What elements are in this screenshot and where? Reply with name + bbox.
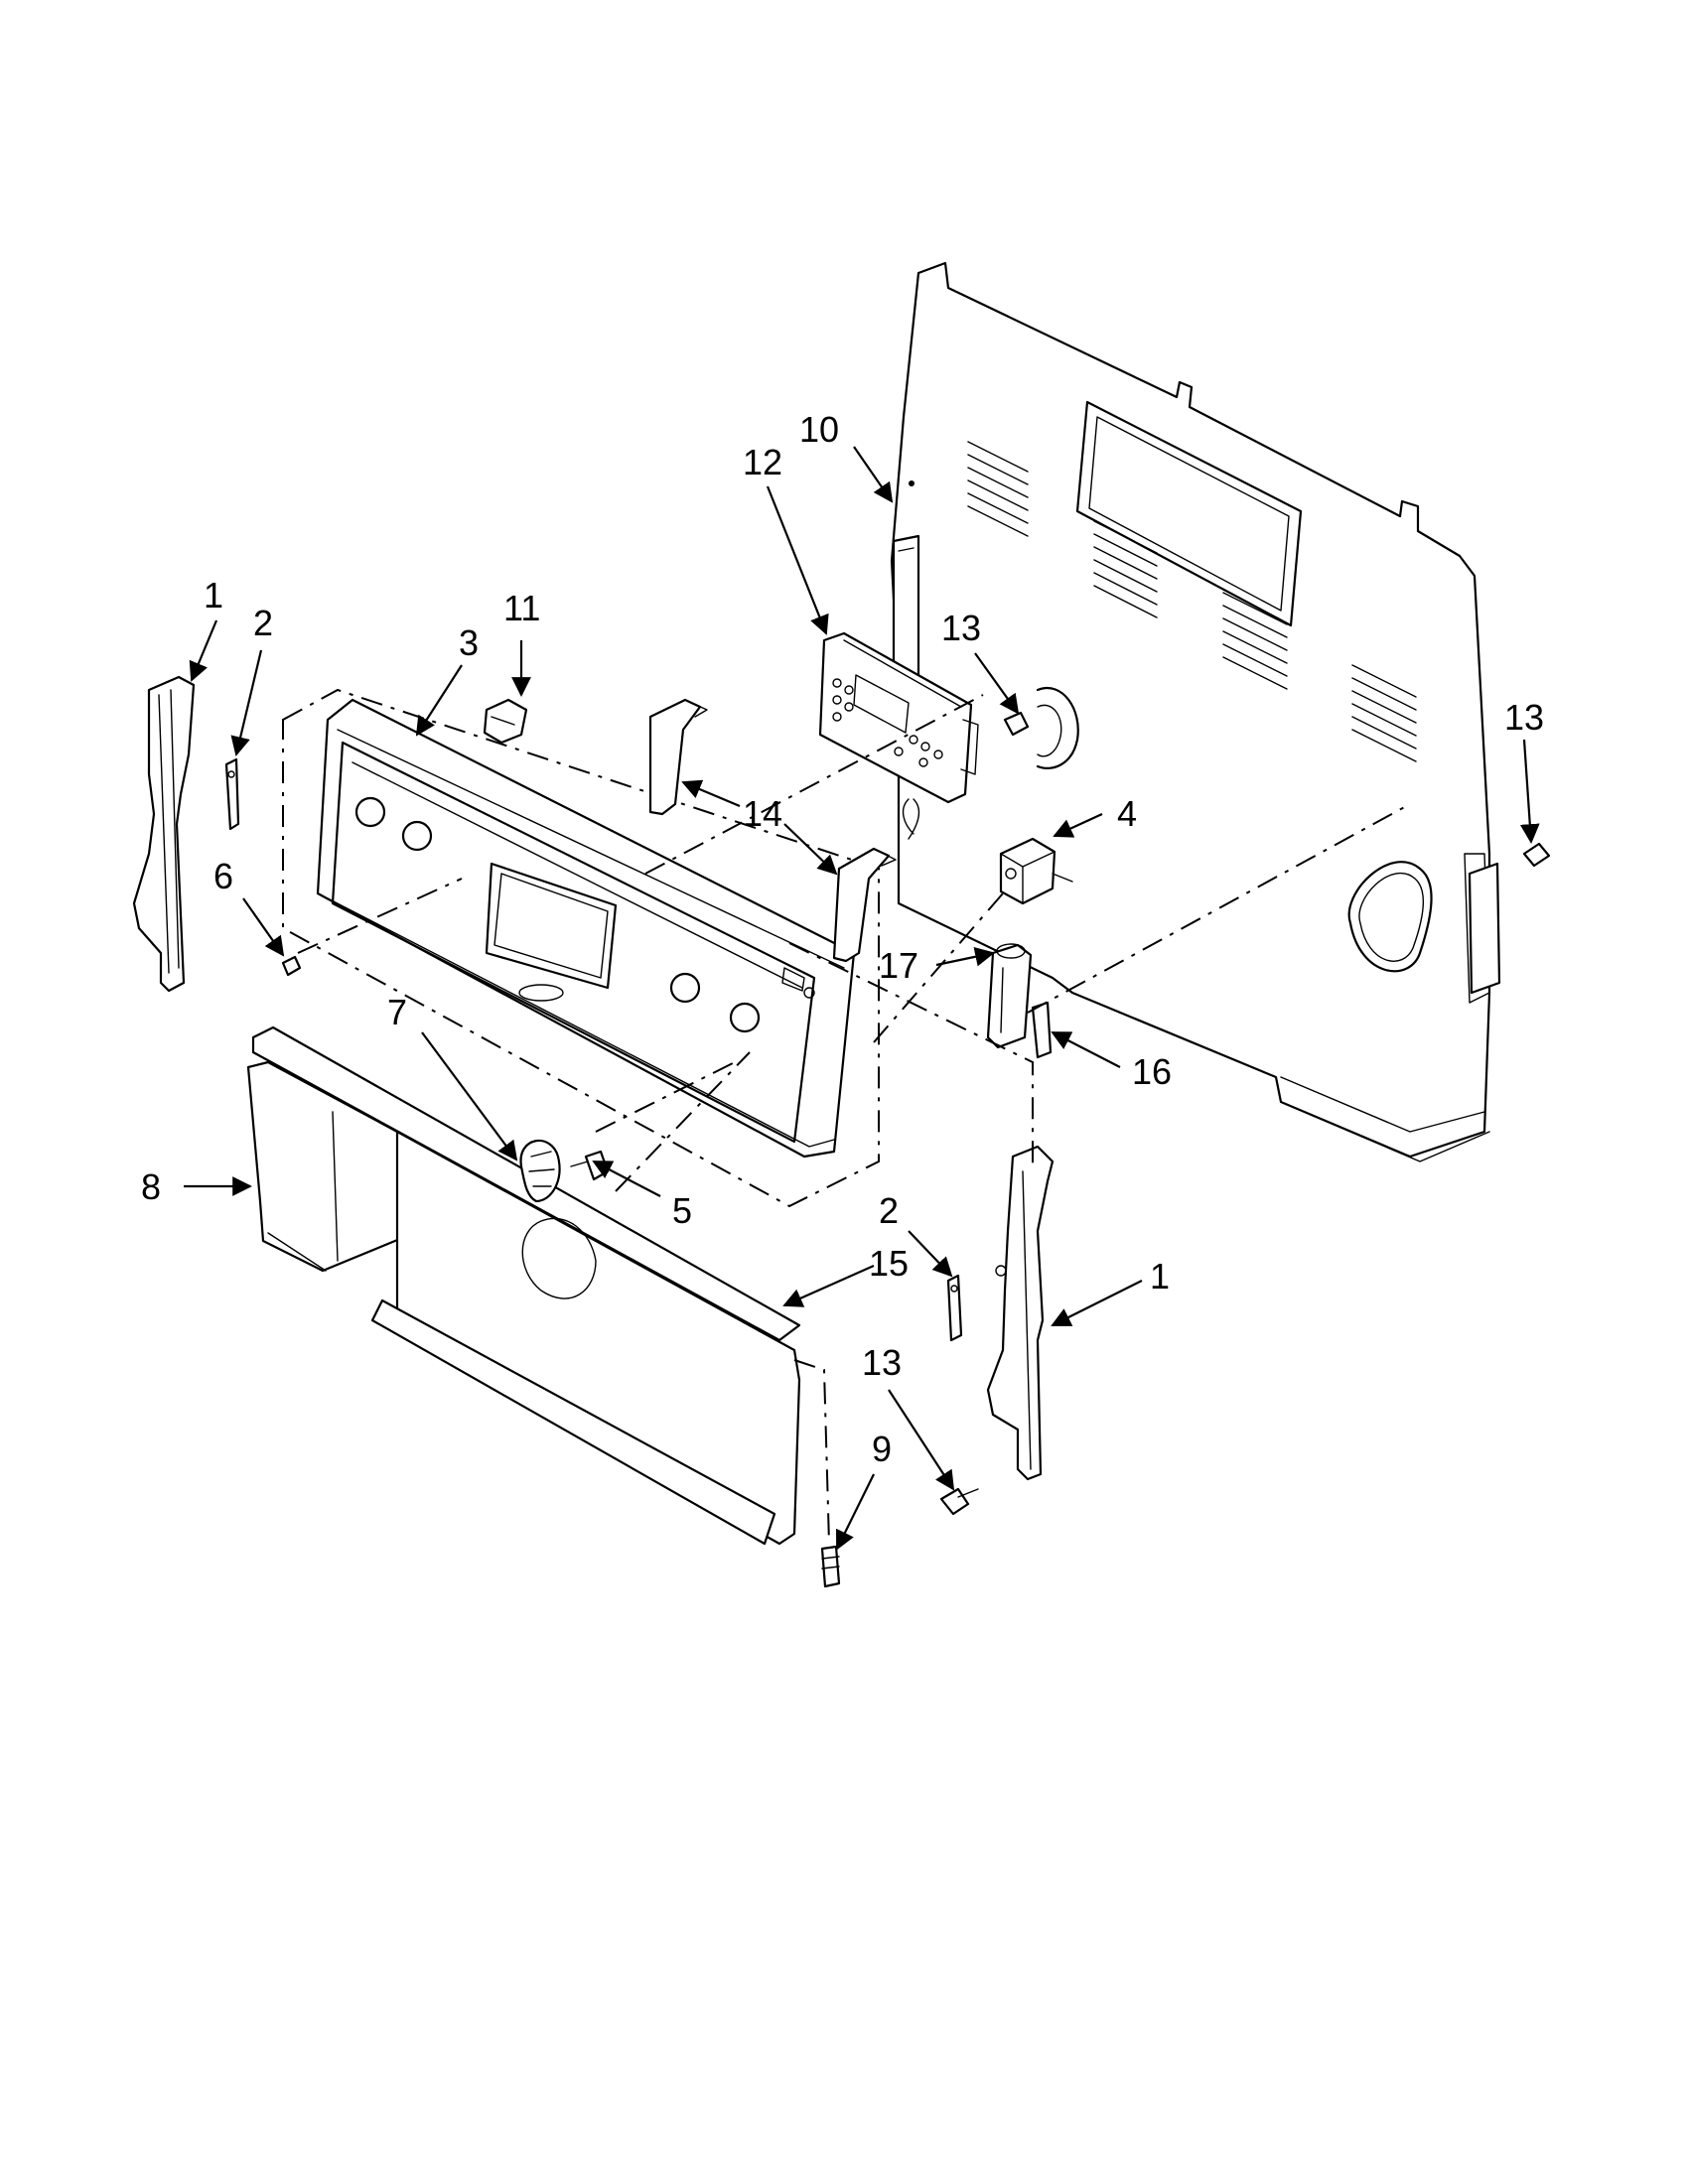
switch <box>999 837 1073 905</box>
callout-7: 7 <box>387 992 407 1032</box>
screw-13-lower <box>939 1487 979 1516</box>
assembly-lines <box>297 694 1411 1545</box>
callout-12: 12 <box>743 442 782 482</box>
screw-9 <box>820 1545 841 1588</box>
thermal-fuse <box>986 943 1033 1049</box>
callout-9: 9 <box>872 1429 892 1469</box>
callout-2-right: 2 <box>879 1190 899 1231</box>
clip-right <box>946 1274 963 1342</box>
grommet <box>1036 687 1079 769</box>
side-bracket-right <box>986 1145 1055 1481</box>
screw-6 <box>281 955 302 977</box>
connector-clip <box>483 698 528 745</box>
callout-11: 11 <box>503 588 540 628</box>
back-panel <box>890 261 1501 1162</box>
side-bracket-left <box>132 675 196 993</box>
trim-bracket-upper <box>648 698 708 816</box>
leader-arrows <box>184 446 1540 1551</box>
terminal-block <box>1031 1001 1053 1059</box>
knob <box>519 1139 561 1203</box>
screw-13-right <box>1522 842 1551 868</box>
electronic-control <box>818 631 979 840</box>
callout-labels: 1 2 3 11 12 10 13 13 14 4 6 17 16 7 5 8 … <box>141 409 1544 1469</box>
callout-13-right: 13 <box>1504 697 1544 738</box>
callout-3: 3 <box>459 622 479 663</box>
callout-2-left: 2 <box>253 603 273 643</box>
callout-15: 15 <box>869 1243 909 1284</box>
callout-16: 16 <box>1132 1051 1172 1092</box>
callout-17: 17 <box>879 945 918 986</box>
callout-10: 10 <box>799 409 839 450</box>
callout-13-lower: 13 <box>862 1342 902 1383</box>
callout-6: 6 <box>213 856 233 896</box>
callout-1-right: 1 <box>1150 1256 1170 1297</box>
callout-13-upper: 13 <box>941 608 981 648</box>
control-panel <box>282 688 880 1208</box>
clip-left <box>224 757 240 831</box>
trim-bracket-lower <box>832 847 897 963</box>
callout-8: 8 <box>141 1166 161 1207</box>
callout-4: 4 <box>1117 793 1137 834</box>
callout-1-left: 1 <box>204 575 223 615</box>
callout-5: 5 <box>672 1190 692 1231</box>
callout-14: 14 <box>743 793 782 834</box>
screw-13-upper <box>1003 711 1030 737</box>
